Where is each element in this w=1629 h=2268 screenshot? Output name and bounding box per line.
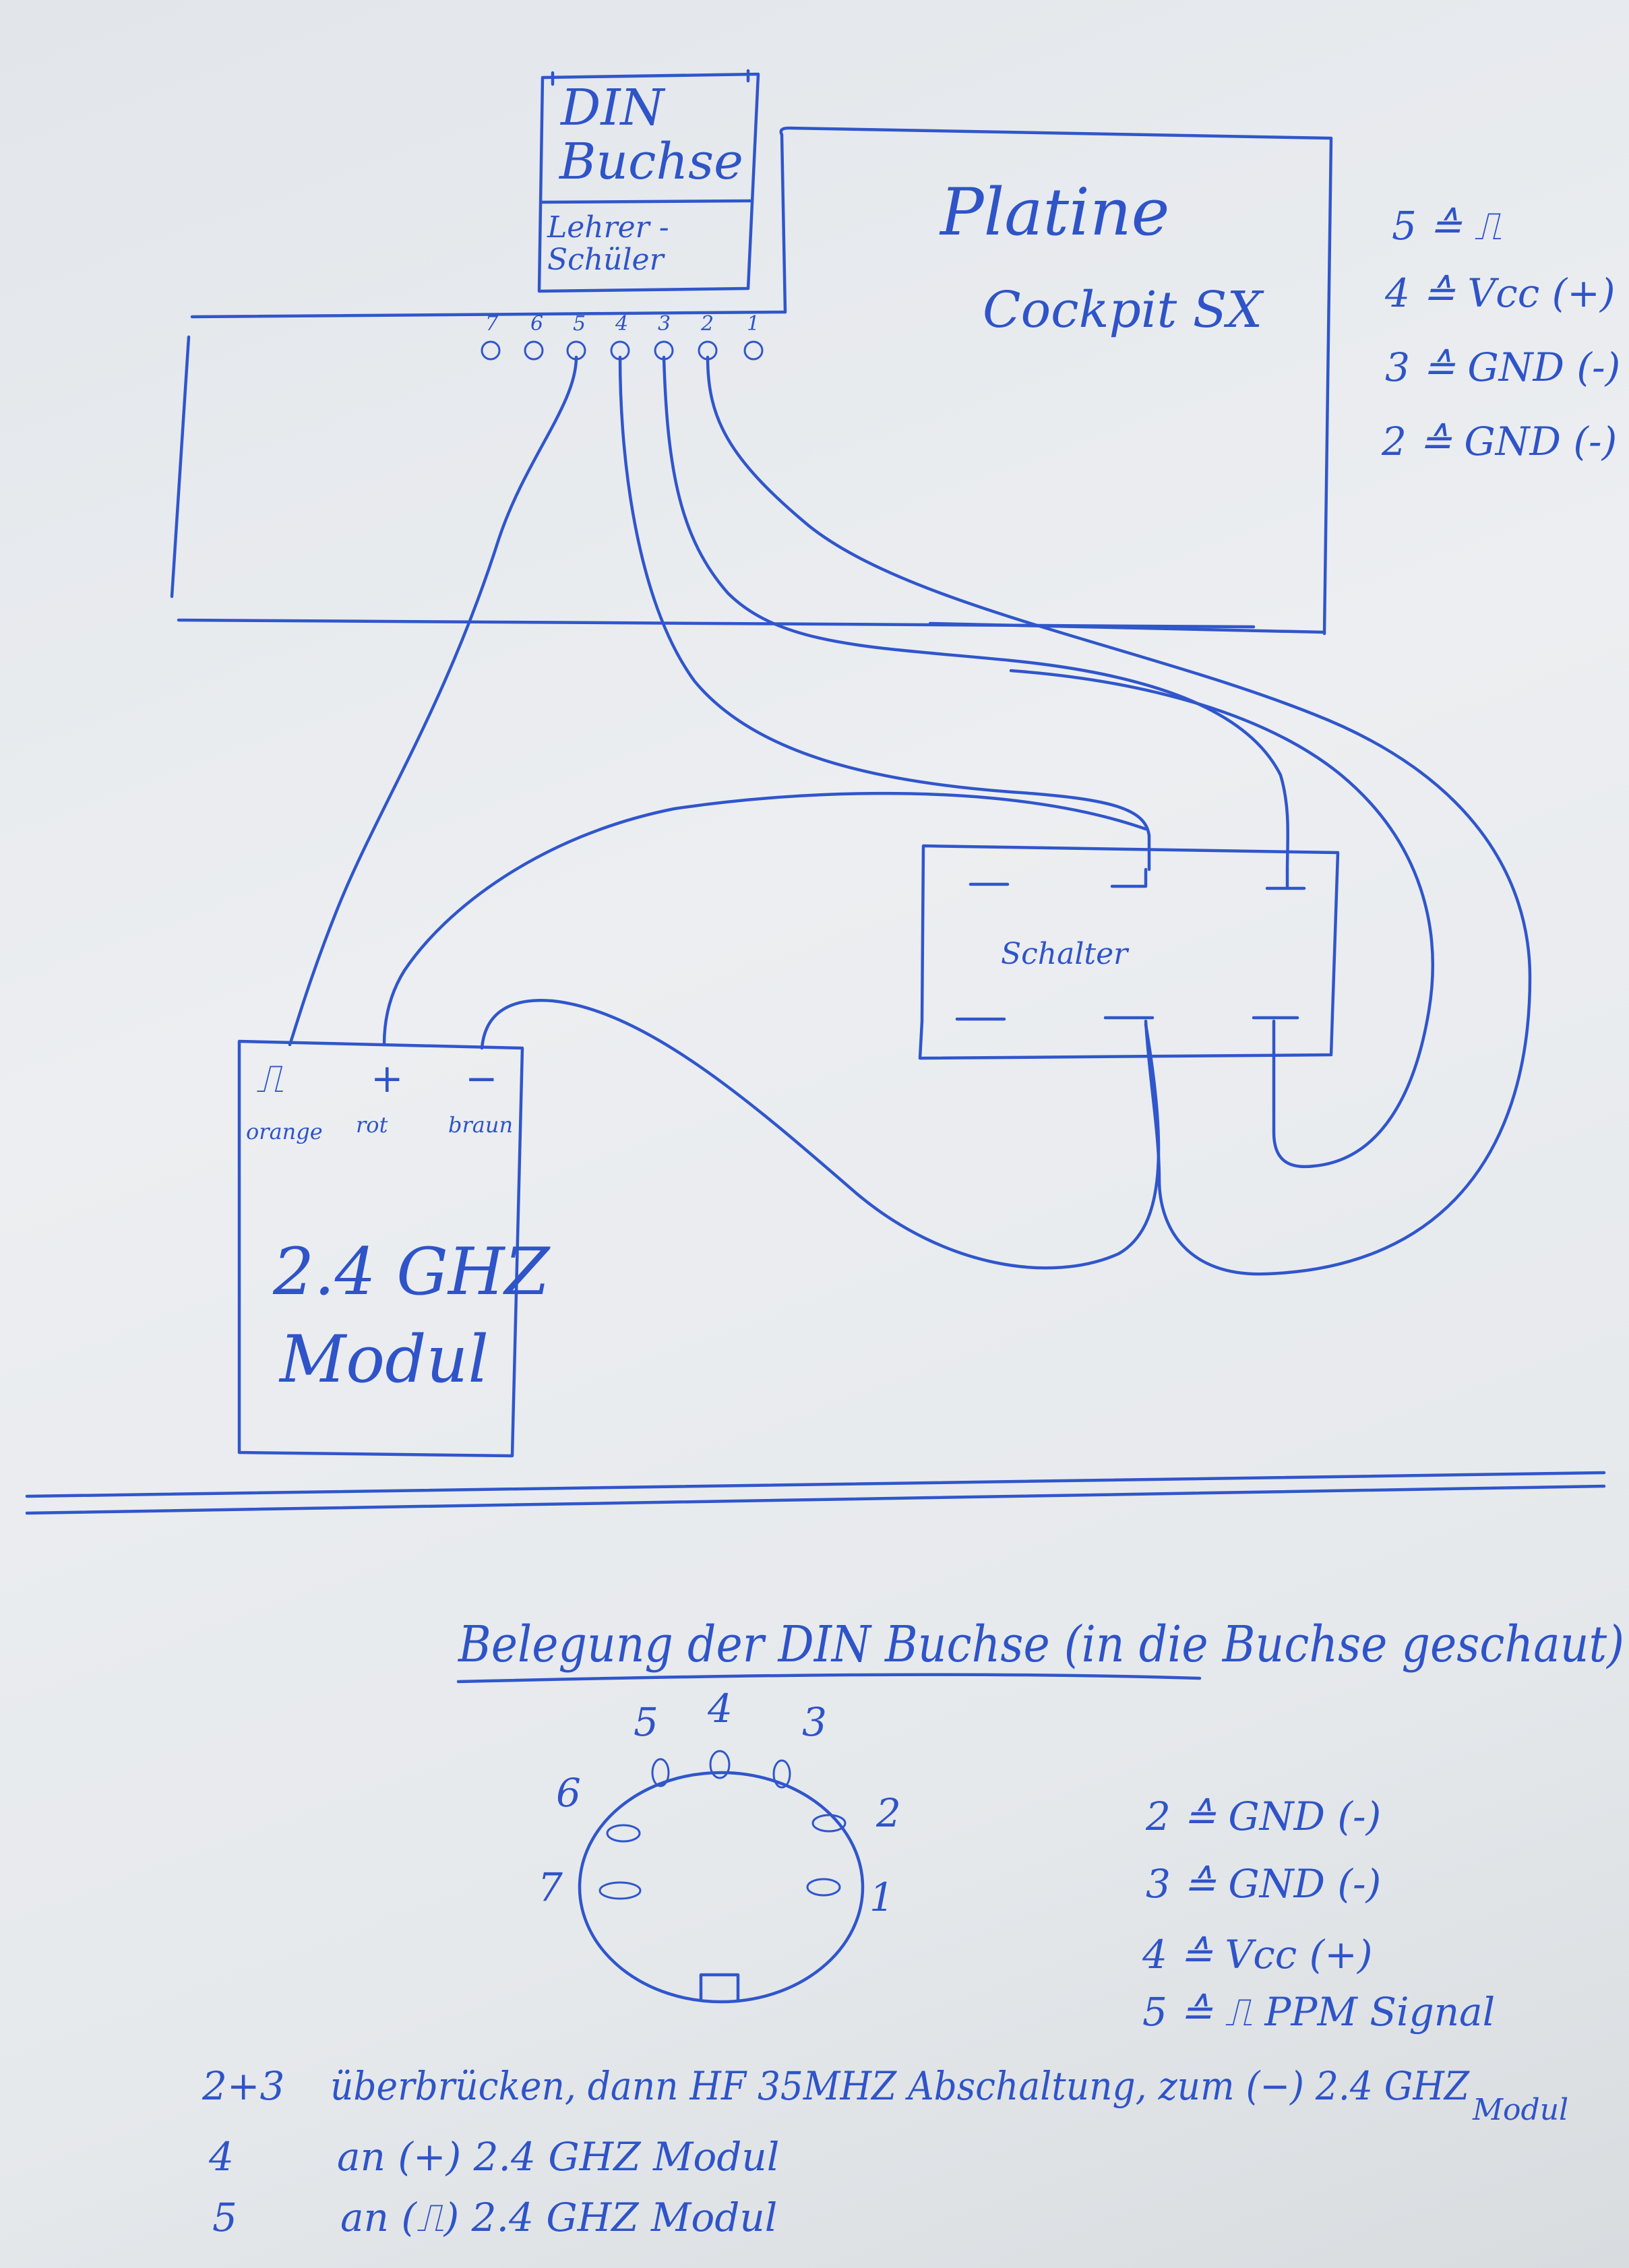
din-title-line1: DIN (559, 79, 666, 137)
socket-hole-3 (772, 1759, 791, 1789)
socket-hole-2 (811, 1814, 847, 1833)
terminal-signal-symbol: ⎍ (256, 1055, 284, 1101)
pin-number-3: 3 (658, 312, 671, 336)
pinout-heading: Belegung der DIN Buchse (in die Buchse g… (457, 1616, 1624, 1674)
din-title-line2: Buchse (558, 133, 743, 191)
socket-hole-6 (606, 1824, 641, 1843)
wire-module-minus (480, 999, 1161, 1270)
pinout-legend-4: 5 ≙ ⎍ PPM Signal (1142, 1989, 1495, 2035)
notes: 2+3 überbrücken, dann HF 35MHZ Abschaltu… (202, 2063, 1568, 2240)
terminal-plus-symbol: + (371, 1055, 404, 1101)
socket-label-7: 7 (538, 1864, 563, 1910)
terminal-signal-color: orange (246, 1119, 323, 1144)
note-2-text: an (+) 2.4 GHZ Modul (337, 2134, 779, 2180)
terminal-minus-color: braun (448, 1112, 513, 1138)
pinout-legend-3: 4 ≙ Vcc (+) (1142, 1932, 1373, 1978)
wire-switch-right (1009, 669, 1434, 1169)
din-sub-line1: Lehrer - (547, 210, 669, 245)
note-1-text: überbrücken, dann HF 35MHZ Abschaltung, … (330, 2063, 1471, 2109)
terminal-plus-color: rot (356, 1112, 388, 1138)
din-socket-face (578, 1771, 865, 2004)
socket-label-4: 4 (707, 1686, 733, 1731)
module-title-line1: 2.4 GHZ (272, 1234, 551, 1310)
note-3-text: an (⎍) 2.4 GHZ Modul (340, 2195, 777, 2240)
board-title-line1: Platine (939, 175, 1169, 250)
board-title-line2: Cockpit SX (983, 281, 1264, 339)
socket-label-5: 5 (634, 1699, 658, 1745)
wire-pin4 (618, 355, 1151, 871)
legend-top-line-3: 3 ≙ GND (-) (1385, 344, 1620, 390)
pin-number-6: 6 (530, 312, 543, 336)
pin-legend-top: 5 ≙ ⎍ 4 ≙ Vcc (+) 3 ≙ GND (-) 2 ≙ GND (-… (1381, 203, 1620, 464)
socket-label-1: 1 (869, 1874, 894, 1920)
terminal-minus-symbol: − (465, 1055, 498, 1101)
switch-box: Schalter (918, 844, 1340, 1060)
pinout-section: Belegung der DIN Buchse (in die Buchse g… (456, 1616, 1624, 2035)
note-3-key: 5 (212, 2195, 237, 2240)
wire-pin5-signal (288, 355, 578, 1047)
din-sub-line2: Schüler (547, 243, 666, 277)
pinout-legend-2: 3 ≙ GND (-) (1146, 1861, 1381, 1907)
pin-hole-7 (481, 340, 501, 361)
socket-label-2: 2 (875, 1790, 901, 1836)
pin-number-4: 4 (615, 312, 628, 336)
legend-top-line-2: 4 ≙ Vcc (+) (1384, 270, 1616, 316)
pin-number-7: 7 (485, 312, 499, 336)
pin-number-5: 5 (573, 312, 586, 336)
note-1-key: 2+3 (202, 2063, 284, 2109)
module-title-line2: Modul (278, 1322, 489, 1397)
pinout-legend-1: 2 ≙ GND (-) (1145, 1794, 1381, 1839)
module-box: ⎍ + − orange rot braun 2.4 GHZ Modul (237, 1039, 551, 1458)
socket-hole-1 (806, 1878, 841, 1897)
legend-top-line-4: 2 ≙ GND (-) (1381, 419, 1617, 464)
wires (288, 355, 1532, 1276)
din-socket-box: DIN Buchse Lehrer - Schüler (537, 69, 760, 293)
socket-label-6: 6 (556, 1770, 581, 1816)
socket-hole-7 (598, 1881, 642, 1900)
pin-hole-6 (524, 340, 544, 361)
socket-label-3: 3 (802, 1699, 827, 1745)
socket-hole-5 (651, 1758, 670, 1787)
pin-number-1: 1 (747, 312, 760, 336)
wire-switch-to-plus (382, 791, 1148, 1047)
section-separator (25, 1471, 1606, 1515)
pin-number-2: 2 (700, 312, 714, 336)
wire-pin3 (662, 355, 1290, 871)
switch-label: Schalter (1001, 937, 1130, 971)
wire-pin2 (706, 355, 1532, 1276)
board-outline: Platine Cockpit SX (170, 126, 1333, 636)
pin-hole-1 (743, 340, 764, 361)
note-2-key: 4 (208, 2134, 234, 2180)
note-1-text2: Modul (1472, 2093, 1568, 2127)
socket-hole-4 (709, 1750, 731, 1779)
board-pin-row: 7 6 5 4 3 2 1 (481, 312, 764, 361)
din-socket-key (699, 1973, 740, 2002)
legend-top-line-1: 5 ≙ ⎍ (1392, 203, 1502, 249)
